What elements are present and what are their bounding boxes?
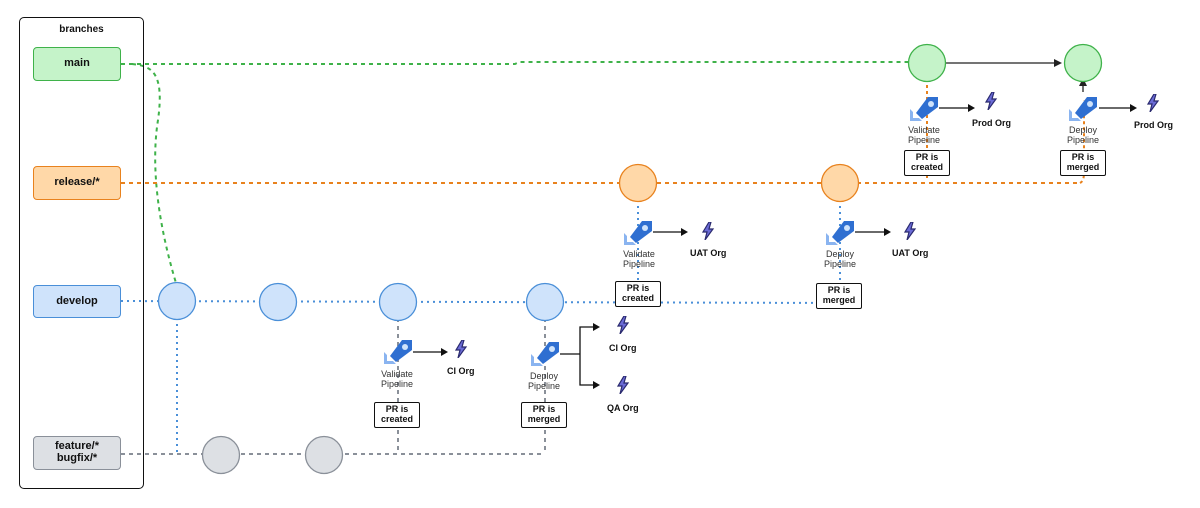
pr-box-line2: created (380, 414, 414, 424)
pr-created-box: PR is created (615, 281, 661, 307)
prod-org-label: Prod Org (972, 118, 1012, 128)
deploy-pipeline-label-prod: Deploy Pipeline (1048, 125, 1118, 146)
pipeline-label-line1: Deploy (529, 371, 558, 381)
lightning-icon (984, 91, 998, 115)
uat-org-arrowhead-2 (884, 228, 891, 236)
feature-commit-1 (201, 435, 241, 475)
main-arrowhead (1054, 59, 1062, 67)
uat-org-label: UAT Org (690, 248, 727, 258)
prod-org-arrowhead-1 (968, 104, 975, 112)
branch-feature-bugfix: feature/* bugfix/* (33, 436, 121, 470)
ci-org-label: CI Org (609, 343, 637, 353)
develop-commit-1 (157, 281, 197, 321)
branch-develop-label: develop (56, 294, 98, 307)
pr-created-box: PR is created (904, 150, 950, 176)
pipeline-label-line1: Validate (908, 125, 940, 135)
pipeline-label-line2: Pipeline (1066, 135, 1100, 146)
lightning-icon (454, 339, 468, 363)
pr-merged-box: PR is merged (1060, 150, 1106, 176)
main-commit-1 (907, 43, 947, 83)
release-commit-2 (820, 163, 860, 203)
pr-box-line1: PR is (1071, 152, 1095, 163)
lightning-icon (616, 315, 630, 339)
branch-release: release/* (33, 166, 121, 200)
pipeline-label-line2: Pipeline (527, 381, 561, 392)
pipeline-label-line2: Pipeline (622, 259, 656, 270)
deploy-pipeline-label-uat: Deploy Pipeline (805, 249, 875, 270)
uat-org-label: UAT Org (892, 248, 929, 258)
ci-org-arrowhead-2 (593, 323, 600, 331)
prod-org-label: Prod Org (1134, 120, 1174, 130)
lightning-icon (903, 221, 917, 245)
uat-org-arrowhead-1 (681, 228, 688, 236)
pipeline-label-line2: Pipeline (907, 135, 941, 146)
pipeline-label-line2: Pipeline (823, 259, 857, 270)
pr-merged-box: PR is merged (521, 402, 567, 428)
qa-org-label: QA Org (607, 403, 639, 413)
main-branch-line (121, 61, 908, 65)
pr-merged-box: PR is merged (816, 283, 862, 309)
lightning-icon (701, 221, 715, 245)
pr-created-box: PR is created (374, 402, 420, 428)
lightning-icon (616, 375, 630, 399)
lightning-icon (1146, 93, 1160, 117)
pr-box-line1: PR is (626, 283, 650, 294)
branch-main: main (33, 47, 121, 81)
branch-bugfix-label: bugfix/* (56, 452, 98, 464)
pipeline-icon (1067, 95, 1099, 128)
branch-main-label: main (64, 57, 90, 70)
pipeline-label-line1: Validate (381, 369, 413, 379)
pr-box-line2: merged (1066, 162, 1100, 172)
pipeline-label-line1: Deploy (825, 249, 854, 259)
pr-box-line1: PR is (385, 404, 409, 415)
deploy-fork-arrow (560, 326, 596, 386)
pipeline-icon (908, 95, 940, 128)
pr-box-line1: PR is (915, 152, 939, 163)
branches-title: branches (59, 24, 104, 35)
develop-commit-3 (378, 282, 418, 322)
pipeline-icon (824, 219, 856, 252)
pipeline-label-line1: Validate (623, 249, 655, 259)
feature-commit-2 (304, 435, 344, 475)
pr-box-line1: PR is (827, 285, 851, 296)
pipeline-icon (382, 338, 414, 371)
branches-panel (19, 17, 144, 489)
branch-release-label: release/* (54, 176, 100, 189)
prod-org-arrowhead-2 (1130, 104, 1137, 112)
pr-box-line2: merged (822, 295, 856, 305)
deploy-pipeline-label-ci: Deploy Pipeline (509, 371, 579, 392)
pr-box-line2: created (621, 293, 655, 303)
main-commit-2 (1063, 43, 1103, 83)
pr-box-line2: created (910, 162, 944, 172)
branch-feature-label: feature/* (54, 440, 100, 453)
main-to-develop-link (131, 63, 177, 284)
branch-develop: develop (33, 285, 121, 318)
release-commit-1 (618, 163, 658, 203)
pipeline-icon (529, 340, 561, 373)
develop-branch-line (120, 300, 841, 304)
ci-org-label: CI Org (447, 366, 475, 376)
pipeline-icon (622, 219, 654, 252)
pipeline-label-line1: Deploy (1068, 125, 1097, 135)
qa-org-arrowhead (593, 381, 600, 389)
validate-pipeline-label-ci: Validate Pipeline (362, 369, 432, 390)
pr-box-line1: PR is (532, 404, 556, 415)
validate-pipeline-label-uat: Validate Pipeline (604, 249, 674, 270)
ci-org-arrowhead (441, 348, 448, 356)
pipeline-label-line2: Pipeline (380, 379, 414, 390)
develop-commit-4 (525, 282, 565, 322)
validate-pipeline-label-prod: Validate Pipeline (889, 125, 959, 146)
pr-box-line2: merged (527, 414, 561, 424)
develop-commit-2 (258, 282, 298, 322)
